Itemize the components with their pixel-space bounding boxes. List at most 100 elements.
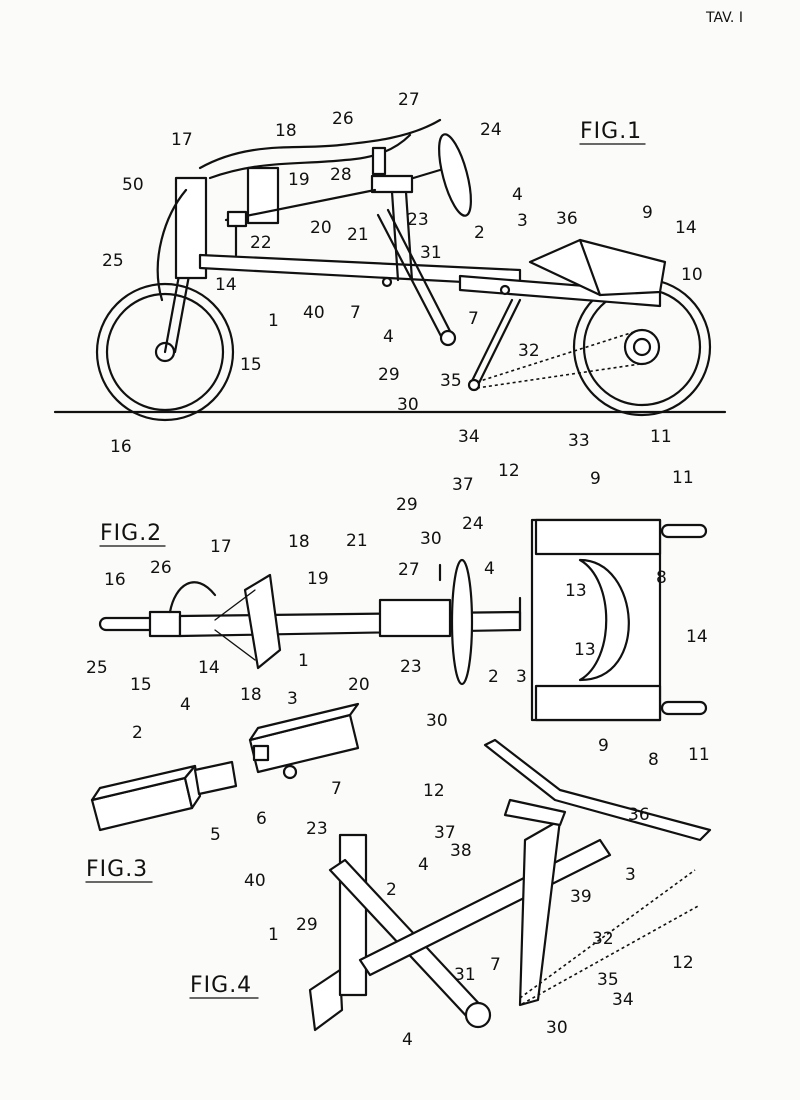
ref-label: 32 bbox=[592, 929, 614, 949]
ref-label: 26 bbox=[150, 558, 172, 578]
ref-label: 5 bbox=[210, 825, 221, 845]
ref-label: 15 bbox=[240, 355, 262, 375]
ref-label: 2 bbox=[132, 723, 143, 743]
fig1-drawing bbox=[53, 118, 727, 422]
ref-label: 7 bbox=[350, 303, 361, 323]
fig3-title: FIG.3 bbox=[86, 857, 148, 882]
ref-label: 12 bbox=[423, 781, 445, 801]
ref-label: 11 bbox=[650, 427, 672, 447]
ref-label: 17 bbox=[210, 537, 232, 557]
ref-label: 3 bbox=[517, 211, 528, 231]
ref-label: 27 bbox=[398, 560, 420, 580]
ref-label: 30 bbox=[426, 711, 448, 731]
ref-label: 18 bbox=[240, 685, 262, 705]
ref-label: 4 bbox=[383, 327, 394, 347]
ref-label: 2 bbox=[386, 880, 397, 900]
ref-label: 30 bbox=[546, 1018, 568, 1038]
fig2-drawing bbox=[98, 518, 708, 722]
ref-label: 24 bbox=[480, 120, 502, 140]
ref-label: 7 bbox=[490, 955, 501, 975]
ref-label: 18 bbox=[275, 121, 297, 141]
ref-label: 27 bbox=[398, 90, 420, 110]
ref-label: 10 bbox=[681, 265, 703, 285]
ref-label: 18 bbox=[288, 532, 310, 552]
ref-label: 31 bbox=[420, 243, 442, 263]
ref-label: 39 bbox=[570, 887, 592, 907]
fig3-drawing bbox=[90, 702, 360, 832]
ref-label: 3 bbox=[516, 667, 527, 687]
ref-label: 9 bbox=[598, 736, 609, 756]
ref-label: 20 bbox=[348, 675, 370, 695]
ref-label: 37 bbox=[452, 475, 474, 495]
ref-label: 9 bbox=[642, 203, 653, 223]
ref-label: 16 bbox=[110, 437, 132, 457]
ref-label: 34 bbox=[458, 427, 480, 447]
ref-label: 22 bbox=[250, 233, 272, 253]
ref-label: 33 bbox=[568, 431, 590, 451]
ref-label: 11 bbox=[688, 745, 710, 765]
ref-label: 14 bbox=[686, 627, 708, 647]
ref-label: 13 bbox=[565, 581, 587, 601]
ref-label: 19 bbox=[307, 569, 329, 589]
ref-label: 13 bbox=[574, 640, 596, 660]
fig4-title: FIG.4 bbox=[190, 973, 252, 998]
ref-label: 26 bbox=[332, 109, 354, 129]
ref-label: 8 bbox=[656, 568, 667, 588]
ref-label: 11 bbox=[672, 468, 694, 488]
ref-label: 20 bbox=[310, 218, 332, 238]
ref-label: 12 bbox=[672, 953, 694, 973]
ref-label: 40 bbox=[244, 871, 266, 891]
ref-label: 40 bbox=[303, 303, 325, 323]
fig1-refs: 27 26 18 24 17 28 50 19 23 4 36 9 14 3 2… bbox=[102, 90, 703, 457]
ref-label: 32 bbox=[518, 341, 540, 361]
ref-label: 4 bbox=[418, 855, 429, 875]
ref-label: 31 bbox=[454, 965, 476, 985]
ref-label: 7 bbox=[468, 309, 479, 329]
ref-label: 2 bbox=[488, 667, 499, 687]
fig4-drawing bbox=[308, 738, 712, 1032]
ref-label: 25 bbox=[102, 251, 124, 271]
ref-label: 3 bbox=[287, 689, 298, 709]
ref-label: 8 bbox=[648, 750, 659, 770]
ref-label: 21 bbox=[346, 531, 368, 551]
ref-label: 4 bbox=[180, 695, 191, 715]
ref-label: 7 bbox=[331, 779, 342, 799]
ref-label: 38 bbox=[450, 841, 472, 861]
ref-label: 4 bbox=[512, 185, 523, 205]
ref-label: 50 bbox=[122, 175, 144, 195]
fig2-title: FIG.2 bbox=[100, 521, 162, 546]
ref-label: 14 bbox=[215, 275, 237, 295]
ref-label: 25 bbox=[86, 658, 108, 678]
ref-label: 19 bbox=[288, 170, 310, 190]
ref-label: 3 bbox=[625, 865, 636, 885]
ref-label: 23 bbox=[306, 819, 328, 839]
fig3-refs: 4 3 2 6 7 5 bbox=[132, 689, 342, 845]
ref-label: 36 bbox=[556, 209, 578, 229]
sheet-header: TAV. I bbox=[705, 10, 743, 26]
ref-label: 17 bbox=[171, 130, 193, 150]
fig2-refs: 37 12 11 9 29 30 24 26 17 18 21 19 4 16 … bbox=[86, 461, 710, 765]
ref-label: 21 bbox=[347, 225, 369, 245]
ref-label: 15 bbox=[130, 675, 152, 695]
ref-label: 35 bbox=[597, 970, 619, 990]
ref-label: 1 bbox=[268, 311, 279, 331]
ref-label: 12 bbox=[498, 461, 520, 481]
ref-label: 23 bbox=[407, 210, 429, 230]
ref-label: 36 bbox=[628, 805, 650, 825]
ref-label: 1 bbox=[268, 925, 279, 945]
ref-label: 29 bbox=[296, 915, 318, 935]
ref-label: 2 bbox=[474, 223, 485, 243]
ref-label: 1 bbox=[298, 651, 309, 671]
fig4-refs: 8 12 36 37 23 38 4 40 39 3 2 32 29 12 7 … bbox=[244, 750, 694, 1050]
ref-label: 35 bbox=[440, 371, 462, 391]
ref-label: 37 bbox=[434, 823, 456, 843]
ref-label: 30 bbox=[420, 529, 442, 549]
ref-label: 14 bbox=[675, 218, 697, 238]
ref-label: 14 bbox=[198, 658, 220, 678]
ref-label: 34 bbox=[612, 990, 634, 1010]
ref-label: 4 bbox=[484, 559, 495, 579]
ref-label: 9 bbox=[590, 469, 601, 489]
ref-label: 24 bbox=[462, 514, 484, 534]
ref-label: 28 bbox=[330, 165, 352, 185]
